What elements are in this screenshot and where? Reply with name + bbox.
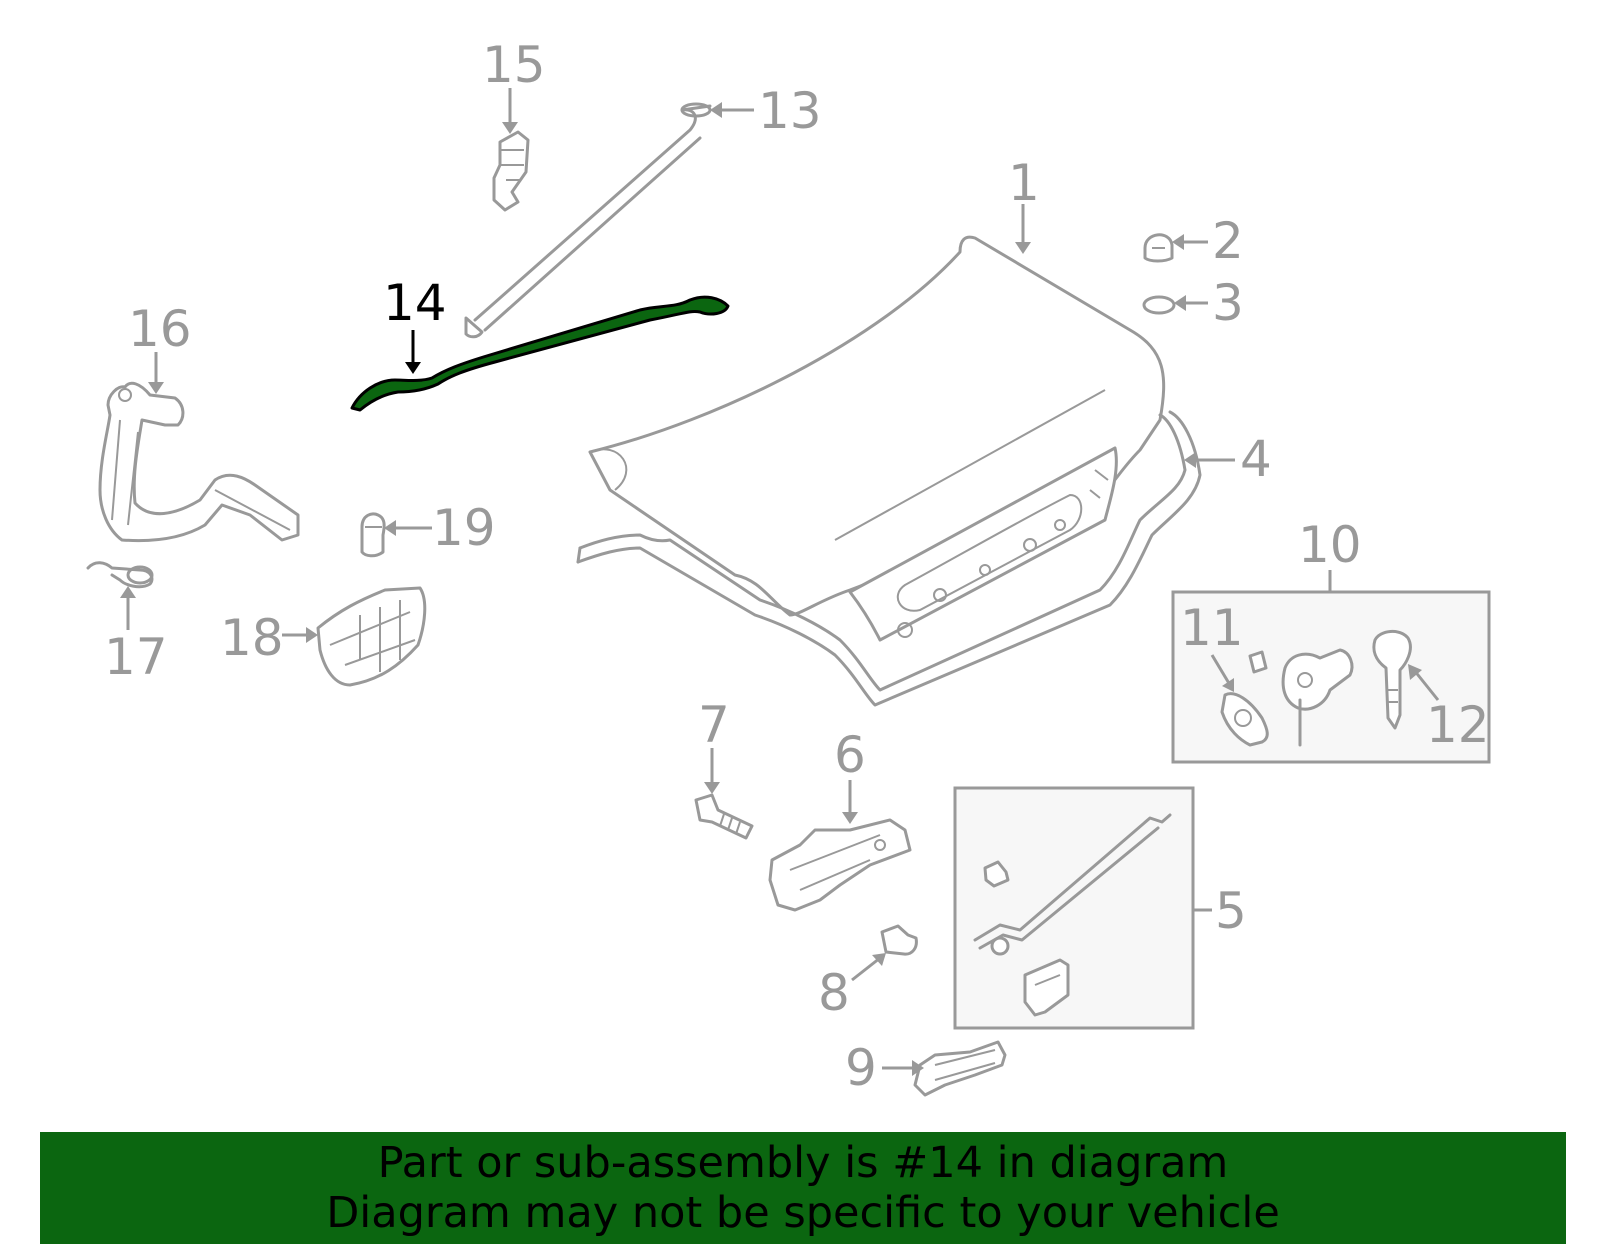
part-8-stop[interactable] — [880, 924, 918, 956]
callout-5: 5 — [1215, 882, 1247, 940]
part-15-clip[interactable] — [492, 130, 530, 212]
callout-3: 3 — [1212, 274, 1244, 332]
callout-4: 4 — [1240, 430, 1272, 488]
part-6-latch-base[interactable] — [768, 818, 912, 912]
part-17-cable[interactable] — [86, 561, 154, 589]
part-13-support-rod[interactable] — [464, 102, 712, 339]
info-banner: Part or sub-assembly is #14 in diagram D… — [40, 1132, 1566, 1244]
callout-9: 9 — [845, 1039, 877, 1097]
callout-6: 6 — [834, 726, 866, 784]
callout-16: 16 — [128, 300, 192, 358]
callout-17: 17 — [104, 628, 168, 686]
callout-19: 19 — [432, 499, 496, 557]
callout-8: 8 — [818, 964, 850, 1022]
trunk-rear-panel — [848, 446, 1118, 642]
callout-15: 15 — [482, 36, 546, 94]
part-9-bracket[interactable] — [913, 1040, 1007, 1097]
part-4-weatherstrip[interactable] — [576, 410, 1202, 707]
callout-18: 18 — [220, 609, 284, 667]
callout-2: 2 — [1212, 212, 1244, 270]
part-5-box[interactable] — [953, 786, 1195, 1030]
leader-lines — [120, 88, 1440, 1076]
part-2-bumper[interactable] — [1143, 233, 1174, 263]
callout-11: 11 — [1180, 599, 1244, 657]
banner-line-part-number: Part or sub-assembly is #14 in diagram — [377, 1138, 1229, 1188]
callout-14-selected: 14 — [383, 274, 447, 332]
part-7-bolt[interactable] — [694, 793, 754, 840]
callout-7: 7 — [698, 696, 730, 754]
callout-10: 10 — [1298, 516, 1362, 574]
callout-12: 12 — [1426, 696, 1490, 754]
callout-1: 1 — [1008, 154, 1040, 212]
callout-13: 13 — [758, 82, 822, 140]
part-18-lamp-housing[interactable] — [316, 586, 427, 687]
part-16-hinge[interactable] — [98, 381, 300, 543]
part-14-torsion-bar[interactable] — [350, 295, 730, 412]
part-19-bulb[interactable] — [360, 512, 386, 558]
part-3-plug[interactable] — [1142, 295, 1176, 315]
part-1-trunk-lid[interactable] — [588, 235, 1166, 617]
callout-labels: 1 2 3 4 5 6 7 8 9 10 11 12 13 14 15 16 1… — [104, 36, 1490, 1097]
banner-line-disclaimer: Diagram may not be specific to your vehi… — [326, 1188, 1280, 1238]
